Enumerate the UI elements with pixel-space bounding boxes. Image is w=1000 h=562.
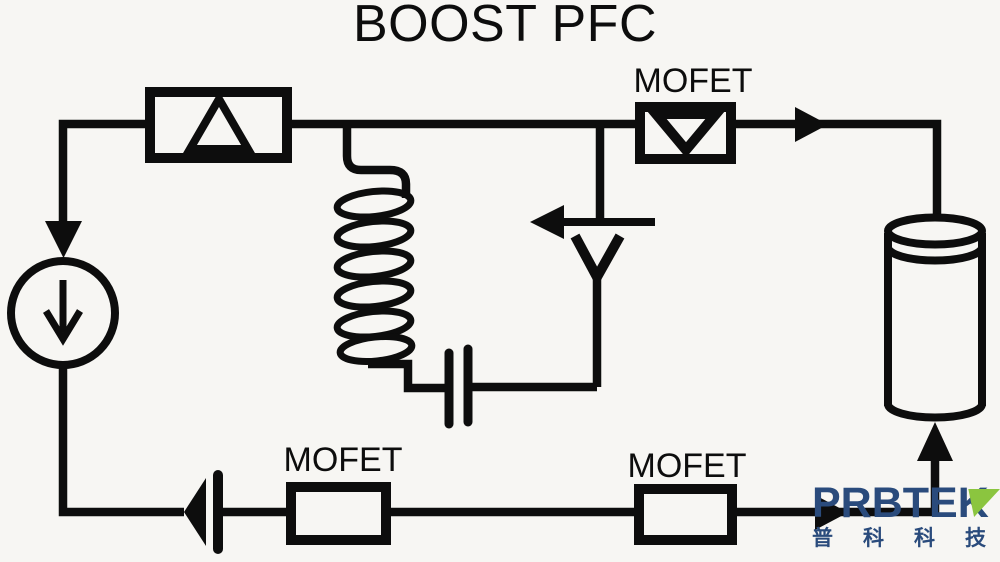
coil-exit-wire (368, 359, 446, 393)
source-circle (7, 257, 119, 369)
capacitor (444, 344, 597, 429)
diode-triangle (184, 478, 206, 546)
voltage-probe (530, 205, 655, 387)
mofet-box-bottom-left (286, 482, 391, 545)
right-arrowhead-top (795, 107, 828, 142)
label-mofet-bottom-right: MOFET (627, 447, 747, 485)
down-arrowhead (45, 221, 82, 258)
mofet-box-bottom-right (634, 484, 737, 545)
probe-y-tip (570, 233, 625, 288)
circuit-wires (58, 119, 942, 517)
up-arrowhead (917, 422, 953, 461)
source-arrow-head (43, 309, 83, 346)
diff-probe-box (145, 87, 292, 163)
inductor-coil (333, 187, 446, 393)
output-capacitor-cylinder (884, 213, 986, 461)
right-arrowhead-bottom (815, 495, 848, 530)
label-mofet-bottom-left: MOFET (283, 441, 403, 479)
down-triangle-icon (645, 109, 727, 158)
mofet-box-top (635, 102, 736, 164)
current-source (7, 221, 119, 369)
left-arrowhead (530, 205, 564, 239)
diode (184, 470, 223, 554)
label-mofet-top: MOFET (633, 62, 753, 100)
up-triangle-icon (183, 91, 255, 153)
page-title: BOOST PFC (352, 0, 658, 53)
